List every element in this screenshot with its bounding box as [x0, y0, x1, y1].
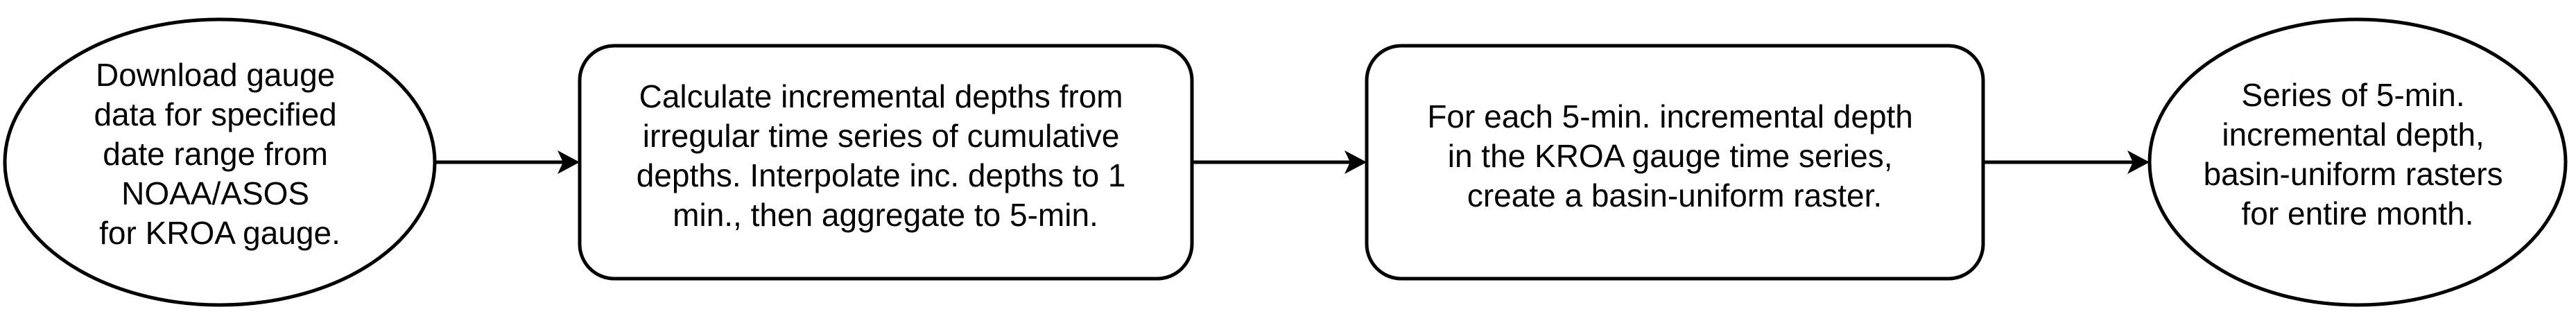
- node-label-line: For each 5-min. incremental depth: [1427, 98, 1913, 134]
- edge-calculate-to-raster: [1192, 150, 1367, 174]
- node-label-line: NOAA/ASOS: [121, 175, 309, 211]
- node-label-line: Download gauge: [96, 57, 335, 93]
- node-label: Series of 5-min. incremental depth, basi…: [2204, 77, 2512, 232]
- node-label: Calculate incremental depths from irregu…: [637, 78, 1135, 233]
- node-shape-rounded-rect: [1365, 44, 1985, 281]
- node-shape-ellipse: [3, 17, 437, 307]
- node-label-line: Calculate incremental depths from: [639, 78, 1123, 114]
- node-label: For each 5-min. incremental depth in the…: [1427, 98, 1921, 213]
- edge-raster-to-series: [1983, 150, 2150, 174]
- node-label-line: depths. Interpolate inc. depths to 1: [637, 157, 1126, 193]
- node-label-line: data for specified: [94, 96, 336, 132]
- node-shape-rounded-rect: [578, 44, 1194, 281]
- node-label-line: irregular time series of cumulative: [643, 118, 1120, 154]
- node-download-gauge-data: Download gauge data for specified date r…: [3, 17, 437, 307]
- edge-download-to-calculate: [435, 150, 580, 174]
- node-label-line: create a basin-uniform raster.: [1467, 177, 1882, 213]
- node-calculate-incremental-depths: Calculate incremental depths from irregu…: [578, 44, 1194, 281]
- node-label-line: for entire month.: [2242, 195, 2474, 232]
- node-label-line: Series of 5-min.: [2242, 77, 2465, 113]
- node-label: Download gauge data for specified date r…: [94, 57, 345, 251]
- node-label-line: basin-uniform rasters: [2204, 156, 2503, 192]
- node-label-line: incremental depth,: [2222, 116, 2484, 152]
- node-create-basin-uniform-raster: For each 5-min. incremental depth in the…: [1365, 44, 1985, 281]
- node-shape-ellipse: [2147, 17, 2568, 307]
- node-label-line: in the KROA gauge time series,: [1448, 138, 1893, 174]
- node-series-of-rasters: Series of 5-min. incremental depth, basi…: [2147, 17, 2568, 307]
- node-label-line: date range from: [103, 136, 328, 172]
- node-label-line: for KROA gauge.: [99, 215, 340, 251]
- node-label-line: min., then aggregate to 5-min.: [673, 197, 1098, 233]
